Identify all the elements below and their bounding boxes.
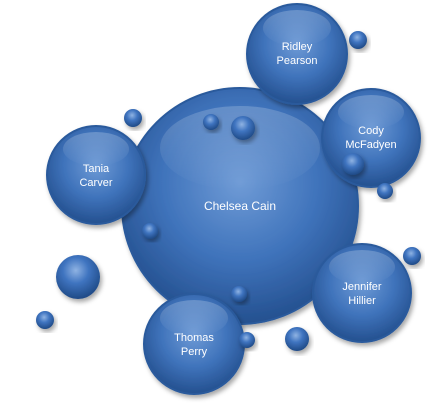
satellite-jennifer-hillier: Jennifer Hillier [312, 243, 412, 343]
satellite-label-line2: McFadyen [345, 139, 396, 151]
satellite-label-line2: Pearson [277, 55, 318, 67]
droplet-icon [342, 153, 364, 175]
satellite-label-line2: Perry [181, 346, 208, 358]
satellite-label-line2: Carver [79, 177, 112, 189]
satellite-ridley-pearson: Ridley Pearson [246, 3, 348, 105]
satellite-label-line2: Hillier [348, 295, 376, 307]
satellite-label-line1: Thomas [174, 332, 214, 344]
satellite-label-line1: Jennifer [342, 281, 381, 293]
droplet-icon [285, 327, 309, 351]
droplet-icon [142, 223, 158, 239]
droplet-icon [349, 31, 367, 49]
satellite-label-line1: Cody [358, 125, 384, 137]
droplet-icon [36, 311, 54, 329]
satellite-cody-mcfadyen: Cody McFadyen [321, 88, 421, 188]
droplet-icon [56, 255, 100, 299]
droplet-icon [203, 114, 219, 130]
satellite-tania-carver: Tania Carver [46, 125, 146, 225]
satellite-thomas-perry: Thomas Perry [143, 293, 245, 395]
satellite-label-line1: Ridley [282, 41, 313, 53]
droplet-icon [239, 332, 255, 348]
droplet-icon [231, 286, 247, 302]
droplet-icon [403, 247, 421, 265]
droplet-icon [231, 116, 255, 140]
center-label: Chelsea Cain [204, 199, 276, 213]
satellite-label-line1: Tania [83, 163, 110, 175]
center-bubble: Chelsea Cain [121, 87, 359, 325]
decorative-droplets [36, 31, 421, 351]
droplet-icon [377, 183, 393, 199]
droplet-icon [124, 109, 142, 127]
